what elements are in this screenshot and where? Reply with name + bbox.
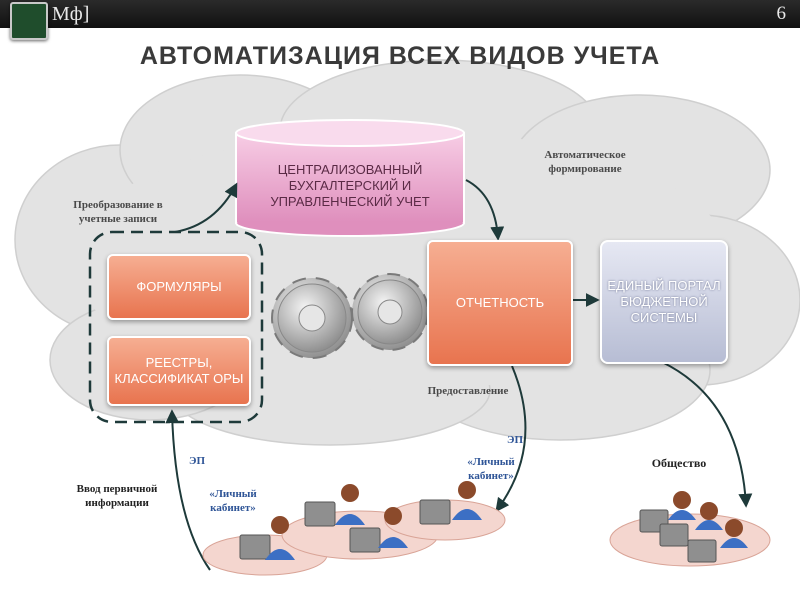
registers-box: РЕЕСТРЫ, КЛАССИФИКАТ ОРЫ	[107, 336, 251, 406]
registers-label: РЕЕСТРЫ, КЛАССИФИКАТ ОРЫ	[114, 354, 244, 386]
reporting-label: ОТЧЕТНОСТЬ	[455, 294, 545, 310]
formulary-label: ФОРМУЛЯРЫ	[136, 278, 222, 294]
page-number: 6	[776, 3, 787, 24]
ep-left-label: ЭП	[188, 455, 206, 467]
ep-right-label: ЭП	[506, 434, 524, 446]
cabinet-right-label: «Личный кабинет»	[467, 456, 515, 483]
cabinet-left-label: «Личный кабинет»	[209, 488, 257, 515]
emblem-logo	[10, 2, 48, 40]
arrow-to-society	[661, 361, 753, 508]
providing-label: Предоставление	[427, 385, 509, 397]
arrow-to-accounting	[174, 182, 238, 233]
primary-input-label: Ввод первичной информации	[76, 483, 158, 510]
portal-box: ЕДИНЫЙ ПОРТАЛ БЮДЖЕТНОЙ СИСТЕМЫ	[600, 240, 728, 364]
users-group-left	[202, 481, 506, 576]
society-label: Общество	[651, 456, 707, 470]
page-title: АВТОМАТИЗАЦИЯ ВСЕХ ВИДОВ УЧЕТА	[139, 42, 661, 70]
top-bar	[0, 0, 800, 28]
arrow-primary-input	[165, 409, 211, 571]
arrow-to-cabinet	[495, 365, 527, 513]
central-accounting-box: ЦЕНТРАЛИЗОВАННЫЙ БУХГАЛТЕРСКИЙ И УПРАВЛЕ…	[244, 158, 456, 214]
database-cylinder	[235, 119, 465, 237]
reporting-box: ОТЧЕТНОСТЬ	[427, 240, 573, 366]
portal-label: ЕДИНЫЙ ПОРТАЛ БЮДЖЕТНОЙ СИСТЕМЫ	[607, 277, 721, 326]
central-accounting-label: ЦЕНТРАЛИЗОВАННЫЙ БУХГАЛТЕРСКИЙ И УПРАВЛЕ…	[270, 161, 430, 210]
formulary-box: ФОРМУЛЯРЫ	[107, 254, 251, 320]
arrow-to-reporting	[465, 179, 505, 241]
logo-text: Мф]	[52, 3, 90, 25]
auto-forming-label: Автоматическое формирование	[544, 149, 626, 176]
users-group-right	[609, 491, 771, 567]
conversion-label: Преобразование в учетные записи	[73, 199, 163, 226]
